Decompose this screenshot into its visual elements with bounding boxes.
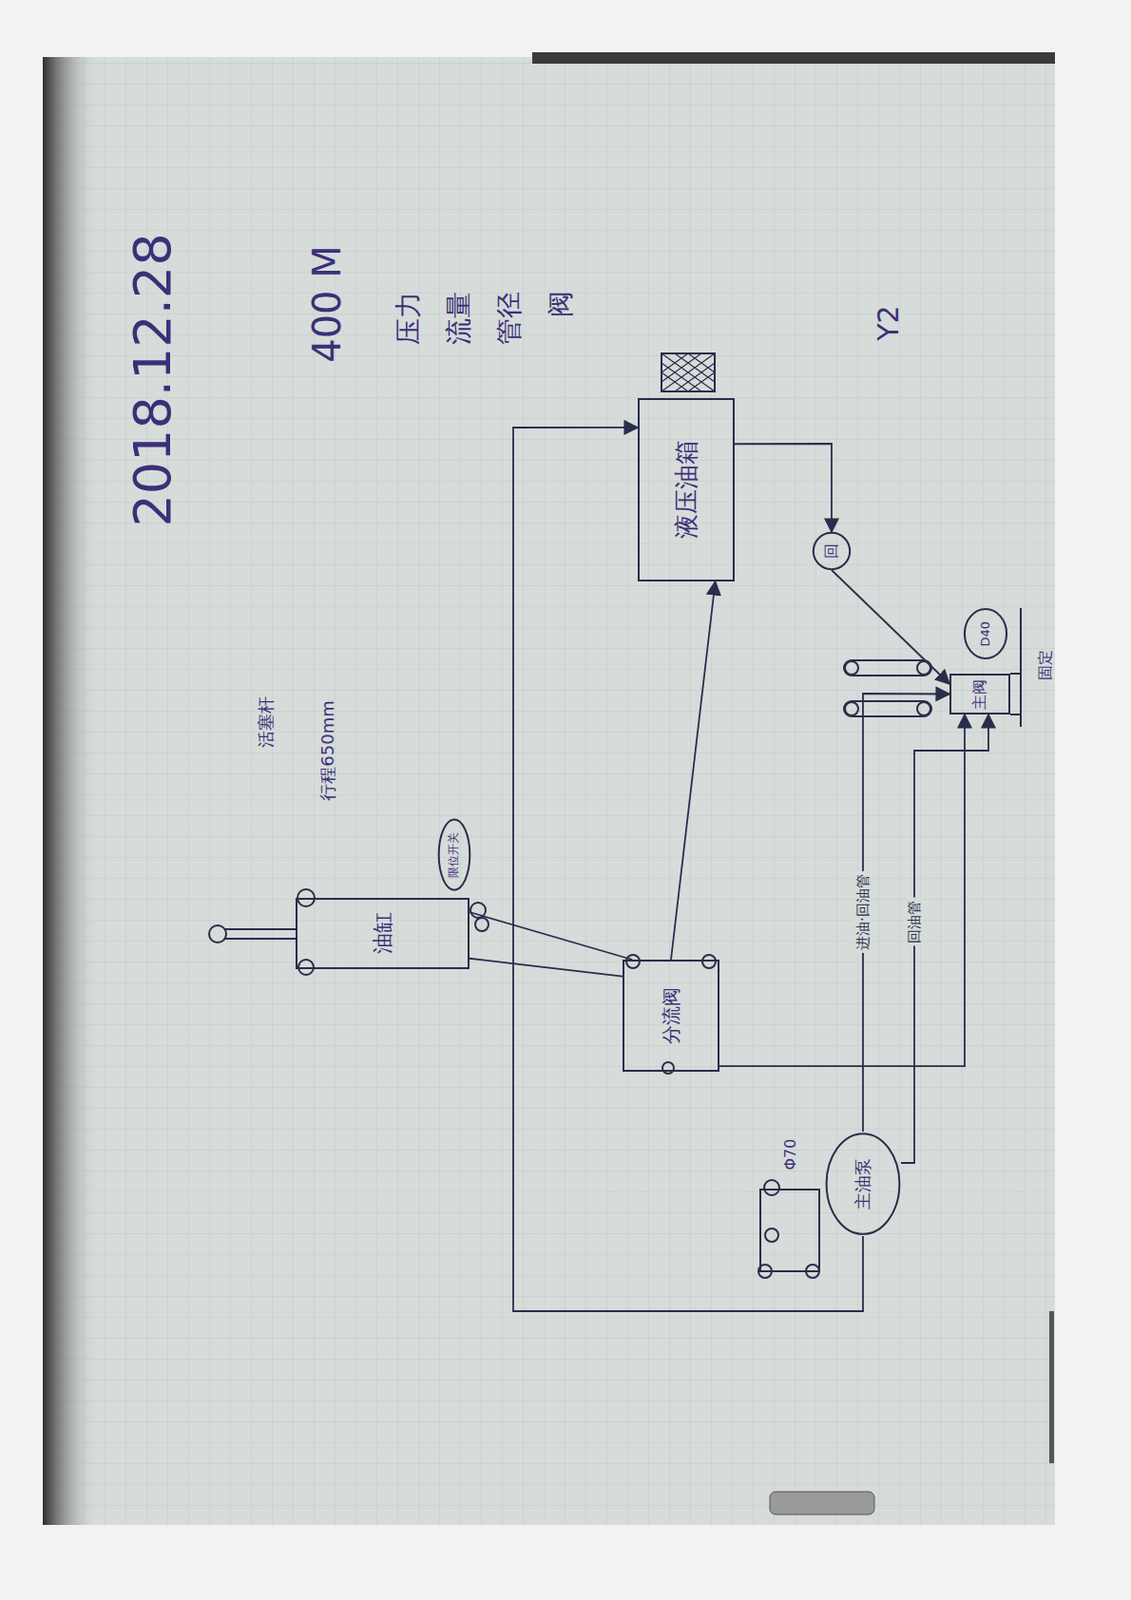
ellipse-outline — [964, 609, 1007, 659]
pump-stand — [760, 1189, 820, 1272]
ellipse-outline — [439, 820, 471, 891]
pulley — [662, 1062, 674, 1074]
roller — [758, 1265, 772, 1279]
node-text: 回 — [823, 543, 841, 559]
rod-eye — [209, 925, 227, 943]
dimension: Φ70 — [782, 1139, 800, 1171]
return-circle: 回 — [812, 532, 851, 571]
node-text: 分流阀 — [660, 987, 682, 1045]
ground-line — [1019, 608, 1022, 728]
right-edge-mark — [1049, 1311, 1055, 1464]
flow-line — [734, 443, 832, 533]
pulley — [475, 918, 489, 932]
grid-lines — [42, 57, 1055, 1526]
hatching — [661, 353, 715, 392]
mount-line — [1010, 713, 1021, 716]
valve-box: 主阀 — [949, 673, 1011, 715]
paper-sheet — [42, 57, 1055, 1526]
note: 阀 — [546, 290, 576, 318]
roller — [764, 1180, 780, 1196]
part-name: 活塞杆 — [256, 696, 276, 748]
flow-line — [513, 427, 863, 1312]
line-label: 进油·回油管 — [854, 871, 873, 954]
node-text: 主油泵 — [853, 1158, 873, 1210]
line-label: 回油管 — [905, 898, 924, 947]
pump-circle: 主油泵 — [824, 1131, 901, 1237]
binding-shadow — [42, 57, 100, 1526]
ellipse-outline — [813, 533, 850, 570]
note: 压力 — [394, 291, 424, 346]
note: 流量 — [444, 291, 475, 346]
dimension: 行程650mm — [318, 700, 338, 801]
note: Y2 — [872, 305, 904, 341]
roller — [844, 661, 859, 675]
flow-line — [670, 581, 716, 960]
flow-line — [831, 570, 950, 685]
flow-line — [469, 958, 623, 978]
ellipse-outline — [826, 1133, 901, 1235]
roller — [917, 702, 931, 716]
node-text: 液压油箱 — [672, 440, 701, 540]
piston-rod — [224, 938, 296, 940]
belt — [843, 660, 932, 676]
mount-line — [1010, 672, 1021, 675]
roller — [805, 1265, 820, 1279]
pulley — [702, 955, 716, 969]
flow-line — [719, 714, 965, 1067]
size-oval: D40 — [963, 608, 1008, 660]
node-text: 油缸 — [370, 913, 394, 956]
roller — [765, 1228, 779, 1243]
part-name: 固定 — [1036, 650, 1055, 681]
top-edge — [532, 52, 1055, 64]
note: 管径 — [495, 291, 525, 346]
cylinder-box: 油缸 — [295, 898, 470, 970]
valve-box: 分流阀 — [622, 959, 720, 1073]
tank-box: 液压油箱 — [637, 398, 735, 582]
length-note: 400 M — [306, 245, 348, 364]
flow-line — [862, 693, 950, 1132]
pulley — [626, 955, 640, 969]
piston-rod — [224, 928, 296, 931]
node-text: 主阀 — [971, 679, 989, 710]
node-text: 限位开关 — [447, 832, 461, 879]
flow-line — [900, 714, 989, 1164]
hatched-block — [661, 353, 715, 392]
node-text: D40 — [978, 621, 993, 648]
switch-oval: 限位开关 — [438, 818, 471, 892]
belt — [843, 701, 932, 717]
flow-line — [469, 912, 633, 960]
binder-clip — [769, 1492, 875, 1515]
date-note: 2018.12.28 — [124, 232, 181, 527]
pulley — [298, 959, 314, 976]
roller — [844, 702, 859, 716]
